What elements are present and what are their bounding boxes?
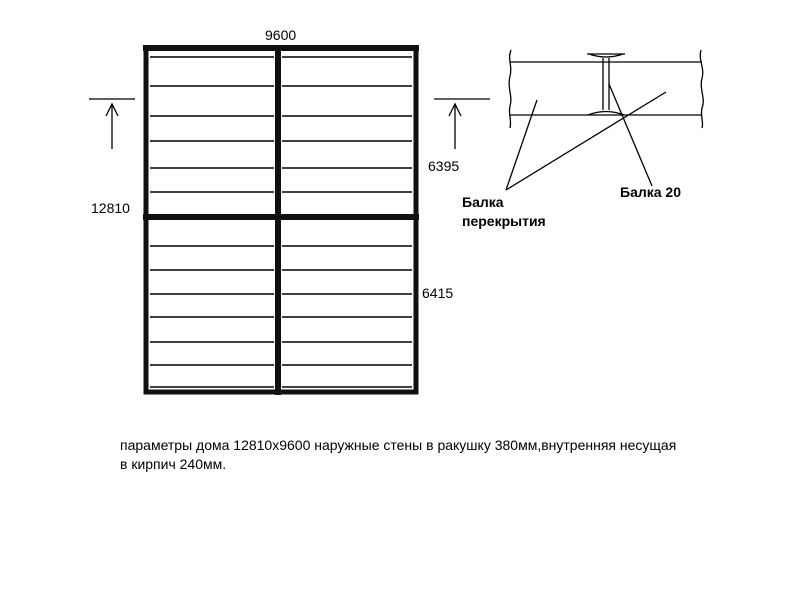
floor-joists — [150, 56, 412, 388]
lower-span-label: 6415 — [422, 285, 453, 301]
plan-height-label: 12810 — [91, 200, 130, 216]
plan-width-label: 9600 — [265, 27, 296, 43]
right-arrow-mark — [434, 98, 490, 149]
slab-break-right — [699, 49, 704, 129]
leader-lines — [505, 83, 667, 191]
house-parameters-note: параметры дома 12810х9600 наружные стены… — [120, 436, 780, 474]
floor-plan: 9600 12810 6395 6415 — [91, 27, 459, 395]
note-line-2: в кирпич 240мм. — [120, 456, 227, 472]
left-arrow-mark — [89, 98, 135, 149]
floor-beam-label-line2: перекрытия — [462, 213, 546, 229]
i-beam-20 — [587, 53, 625, 116]
steel-beam-label: Балка 20 — [620, 184, 681, 200]
floor-beam-label-line1: Балка — [462, 194, 504, 210]
slab-break-left — [508, 49, 512, 129]
note-line-1: параметры дома 12810х9600 наружные стены… — [120, 437, 677, 453]
plan-walls — [143, 45, 419, 395]
beam-section — [505, 49, 704, 191]
upper-span-label: 6395 — [428, 158, 459, 174]
